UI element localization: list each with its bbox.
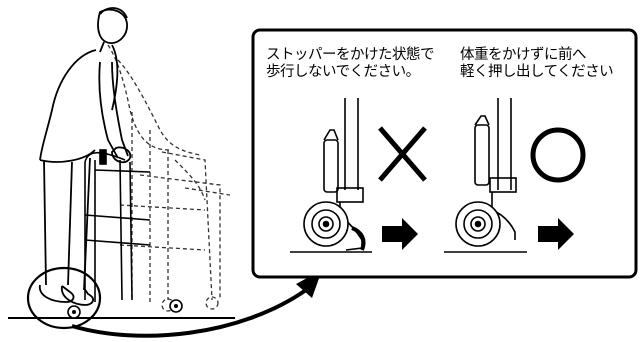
forward-arrow-icon-wrong (382, 218, 418, 250)
detail-panel (251, 28, 638, 279)
forward-arrow-icon-right (538, 218, 574, 250)
wrong-caption: ストッパーをかけた状態で 歩行しないでください。 (266, 47, 435, 81)
wrong-caster-illustration (290, 98, 372, 253)
right-caster-illustration (444, 98, 527, 253)
right-caption-line1: 体重をかけずに前へ (460, 47, 587, 63)
wrong-mark-icon (378, 126, 427, 182)
pointer-curve (71, 288, 308, 338)
walker-frame (84, 149, 151, 302)
walker-front-wheel-hub (72, 310, 76, 314)
right-caption: 体重をかけずに前へ 軽く押し出してください (460, 47, 614, 81)
walker-rear-wheel-hub (174, 304, 178, 308)
right-caption-line2: 軽く押し出してください (460, 64, 614, 80)
wrong-caption-line2: 歩行しないでください。 (266, 64, 420, 80)
correct-mark-icon (530, 127, 586, 183)
highlight-circle (26, 266, 102, 330)
motion-ghost-figures (107, 44, 231, 312)
wrong-caption-line1: ストッパーをかけた状態で (266, 47, 435, 63)
